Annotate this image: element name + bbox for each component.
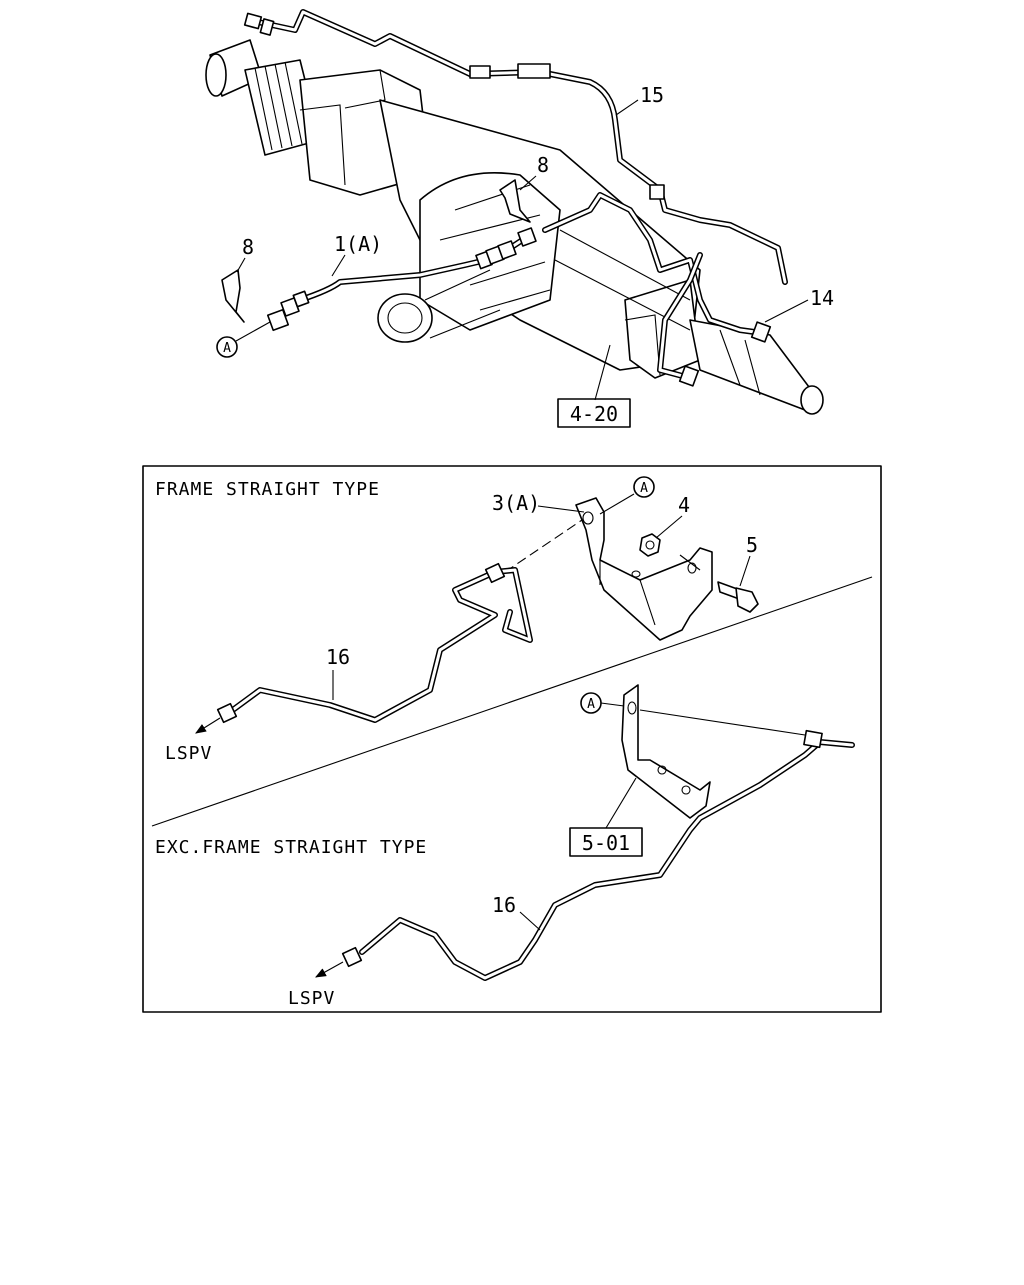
svg-text:A: A bbox=[587, 697, 595, 712]
circle-a-marker-frame-straight: A bbox=[633, 476, 655, 498]
svg-text:4-20: 4-20 bbox=[570, 402, 618, 426]
callout-16-exc-frame-straight: 16 bbox=[492, 893, 516, 917]
brake-pipe-16-frame-straight bbox=[195, 562, 533, 734]
brake-pipe-14 bbox=[542, 192, 772, 387]
lspv-label-exc-frame-straight: LSPV bbox=[288, 988, 335, 1009]
callout-8-left: 8 bbox=[242, 235, 254, 259]
svg-text:A: A bbox=[640, 481, 648, 496]
bolt-5 bbox=[717, 581, 759, 613]
exc-frame-straight-leaders bbox=[519, 702, 637, 931]
callout-3a: 3(A) bbox=[492, 491, 540, 515]
circle-a-marker-top: A bbox=[216, 336, 238, 358]
nut-4 bbox=[639, 533, 661, 557]
alignment-line-frame-straight bbox=[504, 519, 583, 573]
svg-text:A: A bbox=[223, 341, 231, 356]
exc-frame-straight-type-title: EXC.FRAME STRAIGHT TYPE bbox=[155, 837, 427, 858]
callout-14: 14 bbox=[810, 286, 834, 310]
flexible-hose-1a bbox=[266, 227, 537, 332]
clip-8-left bbox=[221, 269, 245, 323]
lspv-label-frame-straight: LSPV bbox=[165, 743, 212, 764]
circle-a-marker-exc-frame-straight: A bbox=[580, 692, 602, 714]
alignment-line-exc-frame-straight bbox=[639, 709, 806, 736]
frame-straight-leaders bbox=[332, 493, 751, 700]
callout-16-frame-straight: 16 bbox=[326, 645, 350, 669]
bracket-3a bbox=[575, 497, 713, 641]
callout-1a: 1(A) bbox=[334, 232, 382, 256]
reference-box-4-20: 4-20 bbox=[557, 398, 631, 428]
lower-panel-frame bbox=[142, 465, 882, 1013]
callout-8-right: 8 bbox=[537, 153, 549, 177]
reference-box-5-01: 5-01 bbox=[569, 827, 643, 857]
callout-4: 4 bbox=[678, 493, 690, 517]
bracket-5-01 bbox=[621, 684, 711, 819]
callout-5: 5 bbox=[746, 533, 758, 557]
svg-text:5-01: 5-01 bbox=[582, 831, 630, 855]
alignment-line-nut bbox=[679, 554, 701, 571]
top-leader-lines bbox=[235, 99, 809, 401]
brake-pipe-16-exc-frame-straight bbox=[315, 729, 855, 981]
frame-straight-type-title: FRAME STRAIGHT TYPE bbox=[155, 479, 380, 500]
clip-8-right bbox=[499, 179, 531, 223]
callout-15: 15 bbox=[640, 83, 664, 107]
brake-pipe-15 bbox=[243, 9, 788, 285]
